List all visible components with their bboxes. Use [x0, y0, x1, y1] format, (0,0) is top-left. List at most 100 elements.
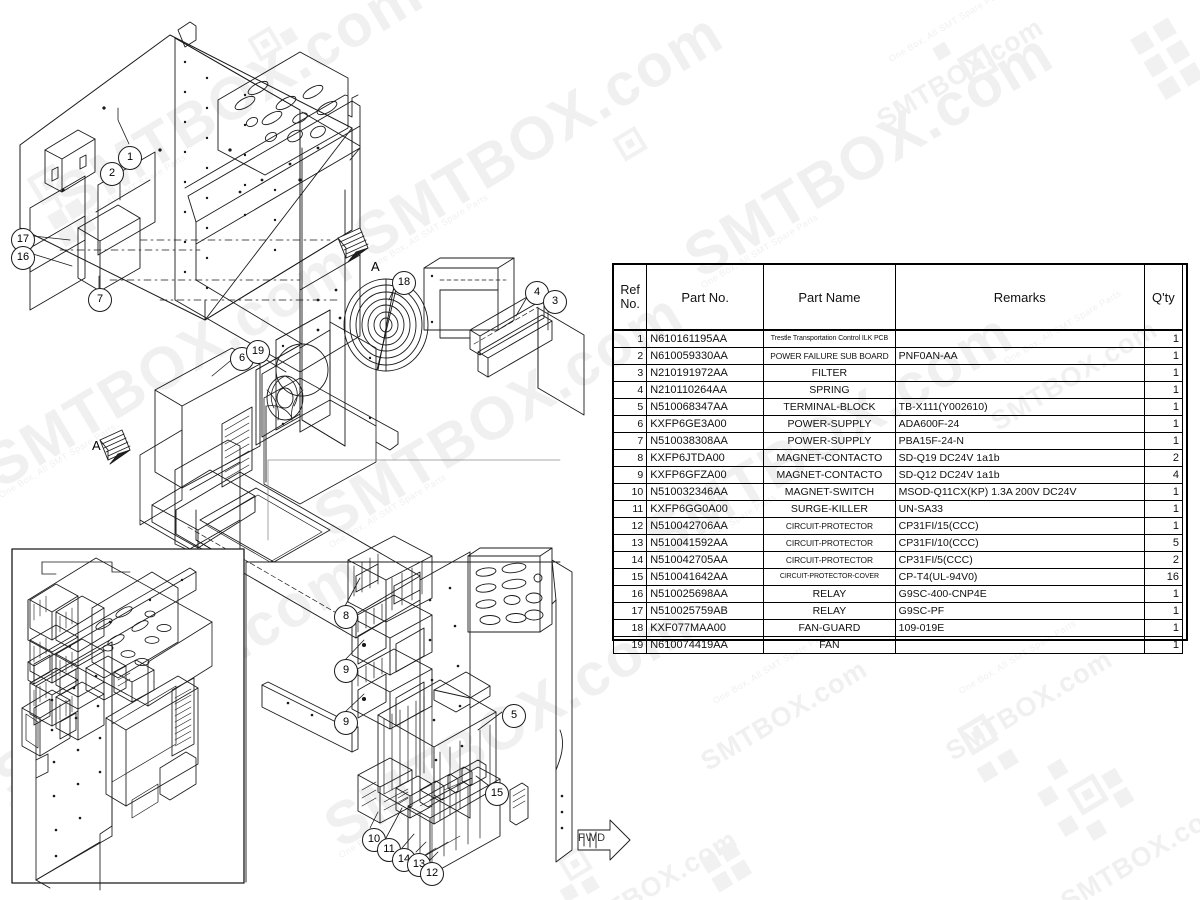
cell-part-name: MAGNET-SWITCH	[763, 483, 896, 501]
cell-remarks	[894, 364, 1145, 382]
cell-part-name: POWER-SUPPLY	[763, 415, 896, 433]
cell-part-name: SPRING	[763, 381, 896, 399]
cell-part-no: N510032346AA	[646, 483, 765, 501]
callout-bubble-16[interactable]: 16	[11, 246, 35, 270]
cell-part-name: CIRCUIT-PROTECTOR	[763, 517, 896, 535]
callout-bubble-5[interactable]: 5	[502, 704, 526, 728]
callout-bubble-9[interactable]: 9	[334, 659, 358, 683]
cell-part-no: N510025698AA	[646, 585, 765, 603]
cell-part-no: N510041592AA	[646, 534, 765, 552]
cell-part-name: MAGNET-CONTACTO	[763, 449, 896, 467]
callout-bubble-8[interactable]: 8	[334, 605, 358, 629]
callout-bubble-19[interactable]: 19	[246, 340, 270, 364]
cell-qty: 5	[1143, 534, 1184, 552]
magnet-contactor-group	[347, 535, 433, 730]
cell-qty: 1	[1143, 602, 1184, 620]
section-marker-label-A: A	[371, 259, 380, 274]
fwd-marker-label: FWD	[578, 832, 607, 844]
cell-remarks: SD-Q12 DC24V 1a1b	[894, 466, 1145, 484]
col-header-part-name: Part Name	[763, 264, 896, 331]
cell-qty: 1	[1143, 517, 1184, 535]
filter-spring-plates	[469, 292, 585, 416]
cell-ref: 4	[612, 381, 648, 399]
cell-remarks	[894, 381, 1145, 399]
cell-ref: 14	[612, 551, 648, 569]
cell-qty: 1	[1143, 636, 1184, 654]
cell-remarks: CP31FI/15(CCC)	[894, 517, 1145, 535]
cell-qty: 1	[1143, 432, 1184, 450]
cell-remarks: CP31FI/10(CCC)	[894, 534, 1145, 552]
col-header-qty: Q'ty	[1143, 264, 1184, 331]
cell-qty: 1	[1143, 619, 1184, 637]
callout-bubble-3[interactable]: 3	[543, 290, 567, 314]
cell-remarks: CP31FI/5(CCC)	[894, 551, 1145, 569]
cell-ref: 3	[612, 364, 648, 382]
cell-ref: 19	[612, 636, 648, 654]
cell-qty: 1	[1143, 585, 1184, 603]
cell-ref: 8	[612, 449, 648, 467]
fan-assembly	[255, 257, 515, 505]
col-header-ref-line2: No.	[620, 297, 640, 311]
cell-qty: 1	[1143, 483, 1184, 501]
cell-part-no: N510038308AA	[646, 432, 765, 450]
callout-bubble-7[interactable]: 7	[88, 288, 112, 312]
cell-part-no: N610161195AA	[646, 329, 765, 348]
cell-part-name: CIRCUIT-PROTECTOR-COVER	[763, 568, 896, 586]
callout-bubble-9[interactable]: 9	[334, 711, 358, 735]
cell-ref: 9	[612, 466, 648, 484]
cell-part-no: N510041642AA	[646, 568, 765, 586]
cell-remarks: G9SC-400-CNP4E	[894, 585, 1145, 603]
cell-remarks	[894, 329, 1145, 348]
power-supply-unit	[139, 347, 261, 549]
cell-ref: 11	[612, 500, 648, 518]
cell-ref: 7	[612, 432, 648, 450]
section-arrow-a-top	[337, 227, 369, 263]
cell-remarks	[894, 636, 1145, 654]
cell-part-name: Trestle Transportation Control ILK PCB	[763, 329, 896, 348]
callout-bubble-2[interactable]: 2	[100, 162, 124, 186]
cell-part-name: FILTER	[763, 364, 896, 382]
cell-part-no: N510042706AA	[646, 517, 765, 535]
callout-bubble-12[interactable]: 12	[420, 862, 444, 886]
cell-part-no: KXFP6JTDA00	[646, 449, 765, 467]
col-header-part-no: Part No.	[646, 264, 765, 331]
cell-qty: 16	[1143, 568, 1184, 586]
cell-qty: 1	[1143, 398, 1184, 416]
section-marker-label-A: A	[92, 438, 101, 453]
cell-qty: 2	[1143, 551, 1184, 569]
cell-remarks: 109-019E	[894, 619, 1145, 637]
cell-part-name: FAN-GUARD	[763, 619, 896, 637]
callout-bubble-18[interactable]: 18	[392, 271, 416, 295]
cell-remarks: TB-X111(Y002610)	[894, 398, 1145, 416]
cell-qty: 1	[1143, 415, 1184, 433]
callout-bubble-1[interactable]: 1	[118, 146, 142, 170]
col-header-remarks: Remarks	[894, 264, 1145, 331]
cell-part-no: N510068347AA	[646, 398, 765, 416]
cell-part-no: KXFP6GG0A00	[646, 500, 765, 518]
cell-qty: 1	[1143, 500, 1184, 518]
cell-remarks: UN-SA33	[894, 500, 1145, 518]
callout-bubble-15[interactable]: 15	[485, 782, 509, 806]
table-header: Ref No. Part No. Part Name Remarks Q'ty	[612, 264, 1184, 331]
cell-part-name: MAGNET-CONTACTO	[763, 466, 896, 484]
cell-ref: 15	[612, 568, 648, 586]
cell-part-no: KXFP6GFZA00	[646, 466, 765, 484]
cell-remarks: CP-T4(UL-94V0)	[894, 568, 1145, 586]
cell-remarks: PBA15F-24-N	[894, 432, 1145, 450]
cell-qty: 1	[1143, 329, 1184, 348]
cell-part-name: RELAY	[763, 602, 896, 620]
section-arrow-a-mid	[99, 429, 131, 465]
cell-part-no: N610074419AA	[646, 636, 765, 654]
